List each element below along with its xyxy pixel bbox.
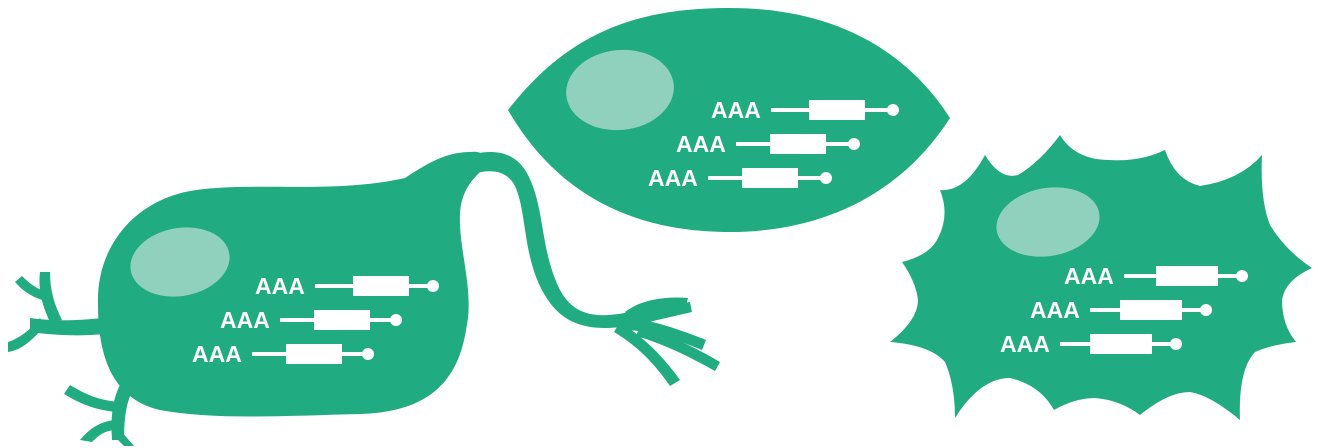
mrna-line xyxy=(1124,274,1156,278)
mrna-coding-box xyxy=(314,310,370,330)
mrna-line xyxy=(1060,342,1090,346)
mrna-line xyxy=(1218,274,1238,278)
mrna-coding-box xyxy=(809,100,865,120)
mrna-line xyxy=(1090,308,1120,312)
mrna-coding-box xyxy=(1090,334,1152,354)
mrna-line xyxy=(409,284,429,288)
mrna-line xyxy=(1182,308,1202,312)
mrna-line xyxy=(315,284,353,288)
poly-a-tail-label: AAA xyxy=(676,131,726,157)
poly-a-tail-label: AAA xyxy=(1000,331,1050,357)
dendrite xyxy=(112,385,134,440)
mrna-cap xyxy=(887,104,899,116)
mrna-coding-box xyxy=(353,276,409,296)
mrna-line xyxy=(1152,342,1172,346)
mrna-line xyxy=(865,108,889,112)
poly-a-tail-label: AAA xyxy=(1064,263,1114,289)
mrna-line xyxy=(798,176,822,180)
mrna-coding-box xyxy=(286,344,342,364)
mrna-cap xyxy=(820,172,832,184)
mrna-line xyxy=(342,352,364,356)
mrna-cap xyxy=(427,280,439,292)
mrna-cap xyxy=(390,314,402,326)
lens-cell: AAA AAA AAA xyxy=(508,8,950,232)
mrna-line xyxy=(736,142,770,146)
mrna-cap xyxy=(848,138,860,150)
mrna-coding-box xyxy=(742,168,798,188)
mrna-coding-box xyxy=(1156,266,1218,286)
mrna-line xyxy=(370,318,392,322)
mrna-coding-box xyxy=(770,134,826,154)
mrna-cap xyxy=(1170,338,1182,350)
poly-a-tail-label: AAA xyxy=(648,165,698,191)
poly-a-tail-label: AAA xyxy=(1030,297,1080,323)
poly-a-tail-label: AAA xyxy=(220,307,270,333)
poly-a-tail-label: AAA xyxy=(255,273,305,299)
mrna-line xyxy=(280,318,314,322)
mrna-cap xyxy=(1200,304,1212,316)
dendrite xyxy=(8,318,45,352)
poly-a-tail-label: AAA xyxy=(192,341,242,367)
poly-a-tail-label: AAA xyxy=(711,97,761,123)
spiky-cell: AAA AAA AAA xyxy=(890,135,1312,420)
mrna-line xyxy=(771,108,809,112)
mrna-coding-box xyxy=(1120,300,1182,320)
mrna-cap xyxy=(362,348,374,360)
mrna-line xyxy=(252,352,286,356)
mrna-line xyxy=(708,176,742,180)
dendrite xyxy=(64,385,118,412)
mrna-cap xyxy=(1236,270,1248,282)
mrna-line xyxy=(826,142,850,146)
